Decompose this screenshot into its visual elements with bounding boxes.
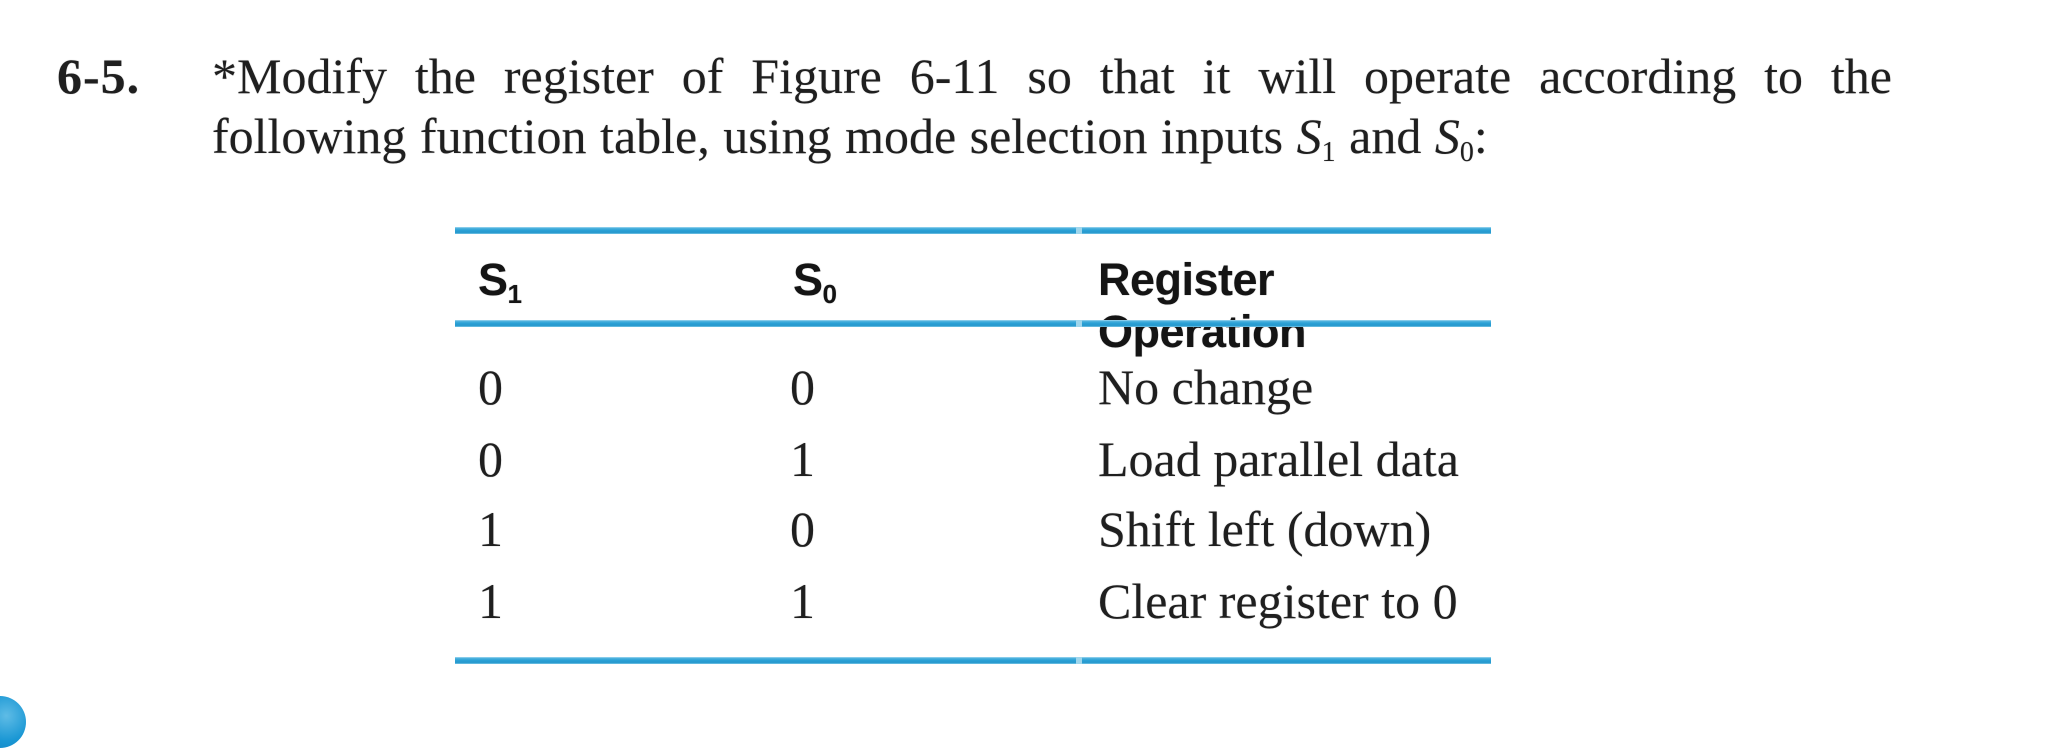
- cell-s1: 0: [478, 431, 503, 487]
- cell-operation: Shift left (down): [1098, 501, 1432, 557]
- column-header-operation: Register Operation: [1098, 254, 1307, 357]
- var-s0: S: [1434, 108, 1460, 164]
- statement-colon: :: [1473, 108, 1488, 164]
- column-header-s1-label: S: [478, 254, 508, 305]
- column-header-s0-label: S: [793, 254, 823, 305]
- table-header-rule: [455, 320, 1491, 327]
- cell-s0: 0: [790, 359, 815, 415]
- textbook-page: { "problem": { "number": "6-5.", "statem…: [0, 48, 1892, 748]
- cell-s0: 1: [790, 573, 815, 629]
- cell-s1: 1: [478, 573, 503, 629]
- statement-line-2-text: following function table, using mode sel…: [212, 108, 1297, 164]
- var-s0-subscript: 0: [1459, 136, 1474, 168]
- var-s1: S: [1296, 108, 1322, 164]
- statement-line-2: following function table, using mode sel…: [212, 106, 1488, 166]
- column-header-s0: S0: [793, 254, 838, 309]
- table-rule-column-joint: [1076, 657, 1082, 664]
- cell-operation: No change: [1098, 359, 1314, 415]
- column-header-s1: S1: [478, 254, 523, 309]
- cell-s0: 1: [790, 431, 815, 487]
- table-rule-column-joint: [1076, 320, 1082, 327]
- column-header-s0-subscript: 0: [822, 278, 838, 309]
- cell-operation: Load parallel data: [1098, 431, 1459, 487]
- cell-operation: Clear register to 0: [1098, 573, 1458, 629]
- cell-s1: 1: [478, 501, 503, 557]
- function-table: S1 S0 Register Operation 0 0 No change 0…: [455, 200, 1491, 680]
- statement-line-1: *Modify the register of Figure 6-11 so t…: [212, 48, 1892, 104]
- statement-and-text: and: [1335, 108, 1435, 164]
- corner-dot-decoration: [0, 696, 26, 748]
- problem-number: 6-5.: [57, 48, 141, 104]
- table-rule-column-joint: [1076, 227, 1082, 234]
- table-top-rule: [455, 227, 1491, 234]
- cell-s0: 0: [790, 501, 815, 557]
- table-row: 0 1 Load parallel data: [455, 431, 1491, 491]
- var-s1-subscript: 1: [1321, 136, 1336, 168]
- cell-s1: 0: [478, 359, 503, 415]
- table-row: 1 0 Shift left (down): [455, 501, 1491, 561]
- column-header-s1-subscript: 1: [507, 278, 523, 309]
- table-row: 1 1 Clear register to 0: [455, 573, 1491, 633]
- table-bottom-rule: [455, 657, 1491, 664]
- table-row: 0 0 No change: [455, 359, 1491, 419]
